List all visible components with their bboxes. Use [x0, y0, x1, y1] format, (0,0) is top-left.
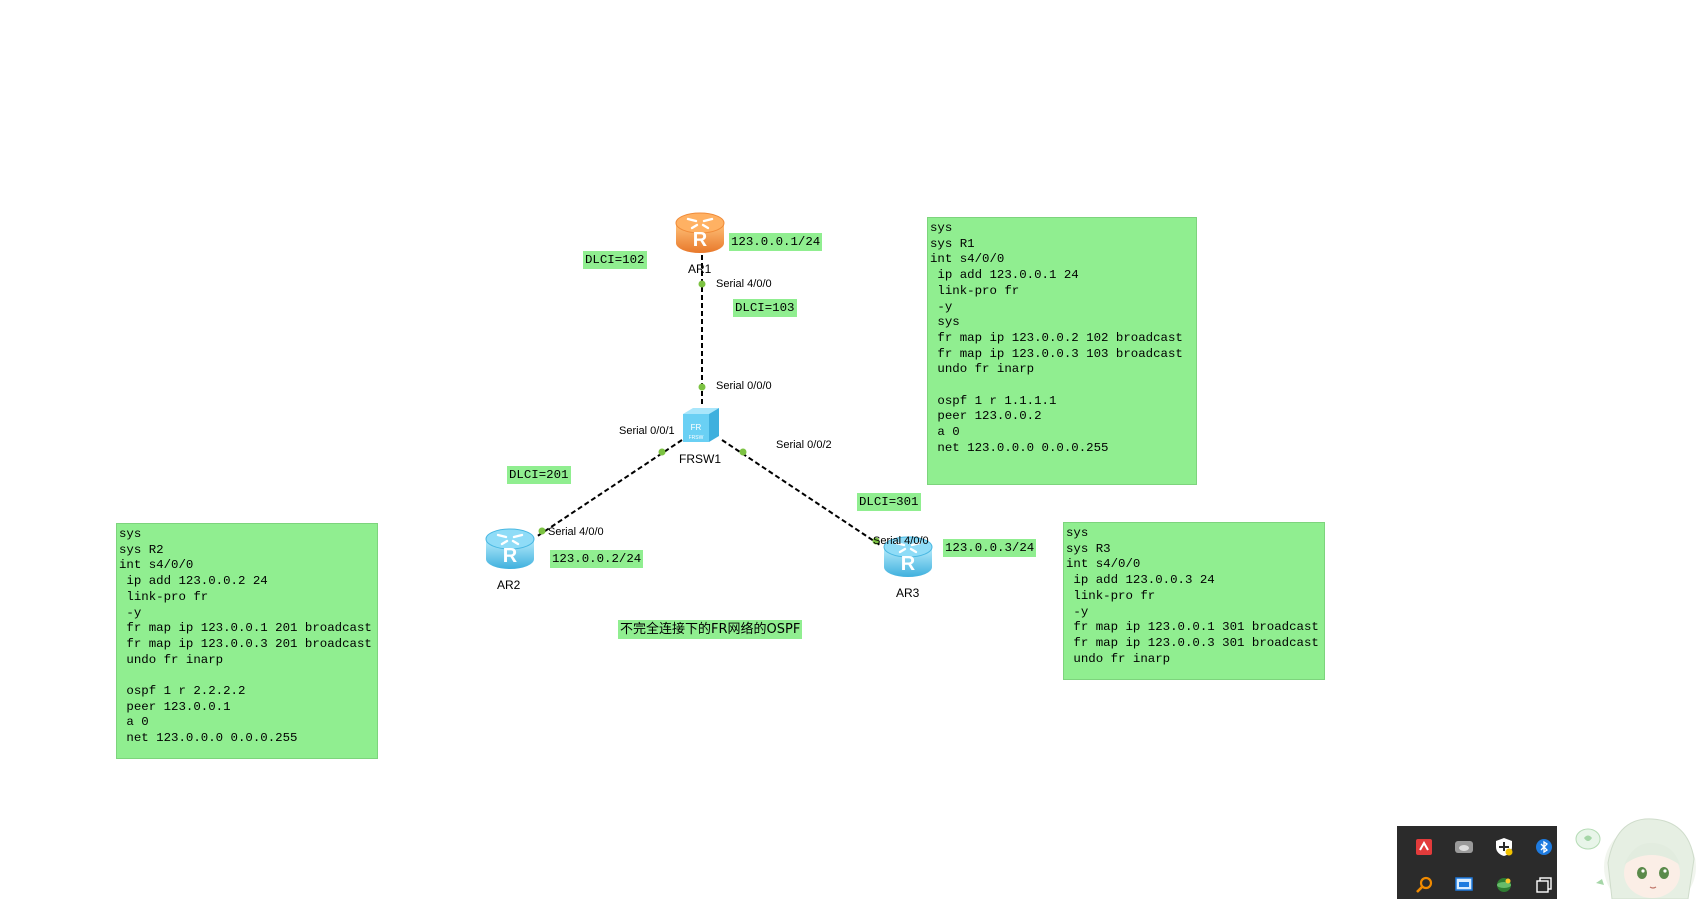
fr-switch-frsw1[interactable]: FR FRSW — [679, 404, 723, 446]
dlci-tag-201[interactable]: DLCI=201 — [507, 466, 571, 484]
shield-icon[interactable] — [1493, 836, 1515, 858]
bluetooth-icon[interactable] — [1533, 836, 1555, 858]
globe-icon[interactable] — [1493, 874, 1515, 896]
router-ar1[interactable]: R — [674, 209, 726, 261]
search-icon[interactable] — [1413, 874, 1435, 896]
port-label-frsw-s002: Serial 0/0/2 — [776, 439, 832, 451]
port-dot-ar2-s400 — [538, 527, 546, 535]
device-label-frsw1: FRSW1 — [679, 452, 721, 466]
display-icon[interactable] — [1453, 874, 1475, 896]
port-label-frsw-s001: Serial 0/0/1 — [619, 425, 675, 437]
fr-switch-icon: FR FRSW — [683, 408, 719, 442]
cloud-icon[interactable] — [1453, 836, 1475, 858]
port-dot-frsw-s002 — [739, 448, 747, 456]
pdf-icon[interactable] — [1413, 836, 1435, 858]
svg-text:FR: FR — [691, 423, 702, 432]
port-label-ar1-s400: Serial 4/0/0 — [716, 278, 772, 290]
router-ar3[interactable]: R — [882, 533, 934, 581]
dlci-tag-301[interactable]: DLCI=301 — [857, 493, 921, 511]
ip-tag-ar3[interactable]: 123.0.0.3/24 — [943, 539, 1037, 557]
config-note-r1[interactable]: sys sys R1 int s4/0/0 ip add 123.0.0.1 2… — [927, 217, 1197, 485]
svg-text:R: R — [693, 229, 708, 251]
device-label-ar3: AR3 — [896, 586, 920, 600]
router-icon: R — [485, 528, 535, 569]
port-label-frsw-s000: Serial 0/0/0 — [716, 380, 772, 392]
window-icon[interactable] — [1533, 874, 1555, 896]
ip-tag-ar1[interactable]: 123.0.0.1/24 — [729, 233, 823, 251]
topology-title[interactable]: 不完全连接下的FR网络的OSPF — [618, 620, 803, 639]
router-icon: R — [883, 536, 933, 577]
router-icon: R — [675, 212, 725, 253]
desktop-mascot-image[interactable] — [1572, 805, 1698, 904]
dlci-tag-103[interactable]: DLCI=103 — [733, 299, 797, 317]
config-note-r2[interactable]: sys sys R2 int s4/0/0 ip add 123.0.0.2 2… — [116, 523, 378, 759]
config-note-r3[interactable]: sys sys R3 int s4/0/0 ip add 123.0.0.3 2… — [1063, 522, 1325, 680]
svg-text:R: R — [503, 545, 518, 567]
port-dot-frsw-s000 — [698, 383, 706, 391]
router-ar2[interactable]: R — [484, 525, 536, 573]
ip-tag-ar2[interactable]: 123.0.0.2/24 — [550, 550, 644, 568]
svg-text:R: R — [901, 553, 916, 575]
port-label-ar2-s400: Serial 4/0/0 — [548, 526, 604, 538]
port-dot-ar1-s400 — [698, 280, 706, 288]
link-frsw1-ar2[interactable] — [535, 439, 683, 538]
system-tray-overflow — [1397, 826, 1557, 899]
svg-text:FRSW: FRSW — [689, 435, 704, 441]
device-label-ar1: AR1 — [688, 262, 712, 276]
port-label-ar3-s400: Serial 4/0/0 — [873, 535, 929, 547]
dlci-tag-102[interactable]: DLCI=102 — [583, 251, 647, 269]
port-dot-ar3-s400 — [872, 537, 880, 545]
port-dot-frsw-s001 — [658, 448, 666, 456]
device-label-ar2: AR2 — [497, 578, 521, 592]
